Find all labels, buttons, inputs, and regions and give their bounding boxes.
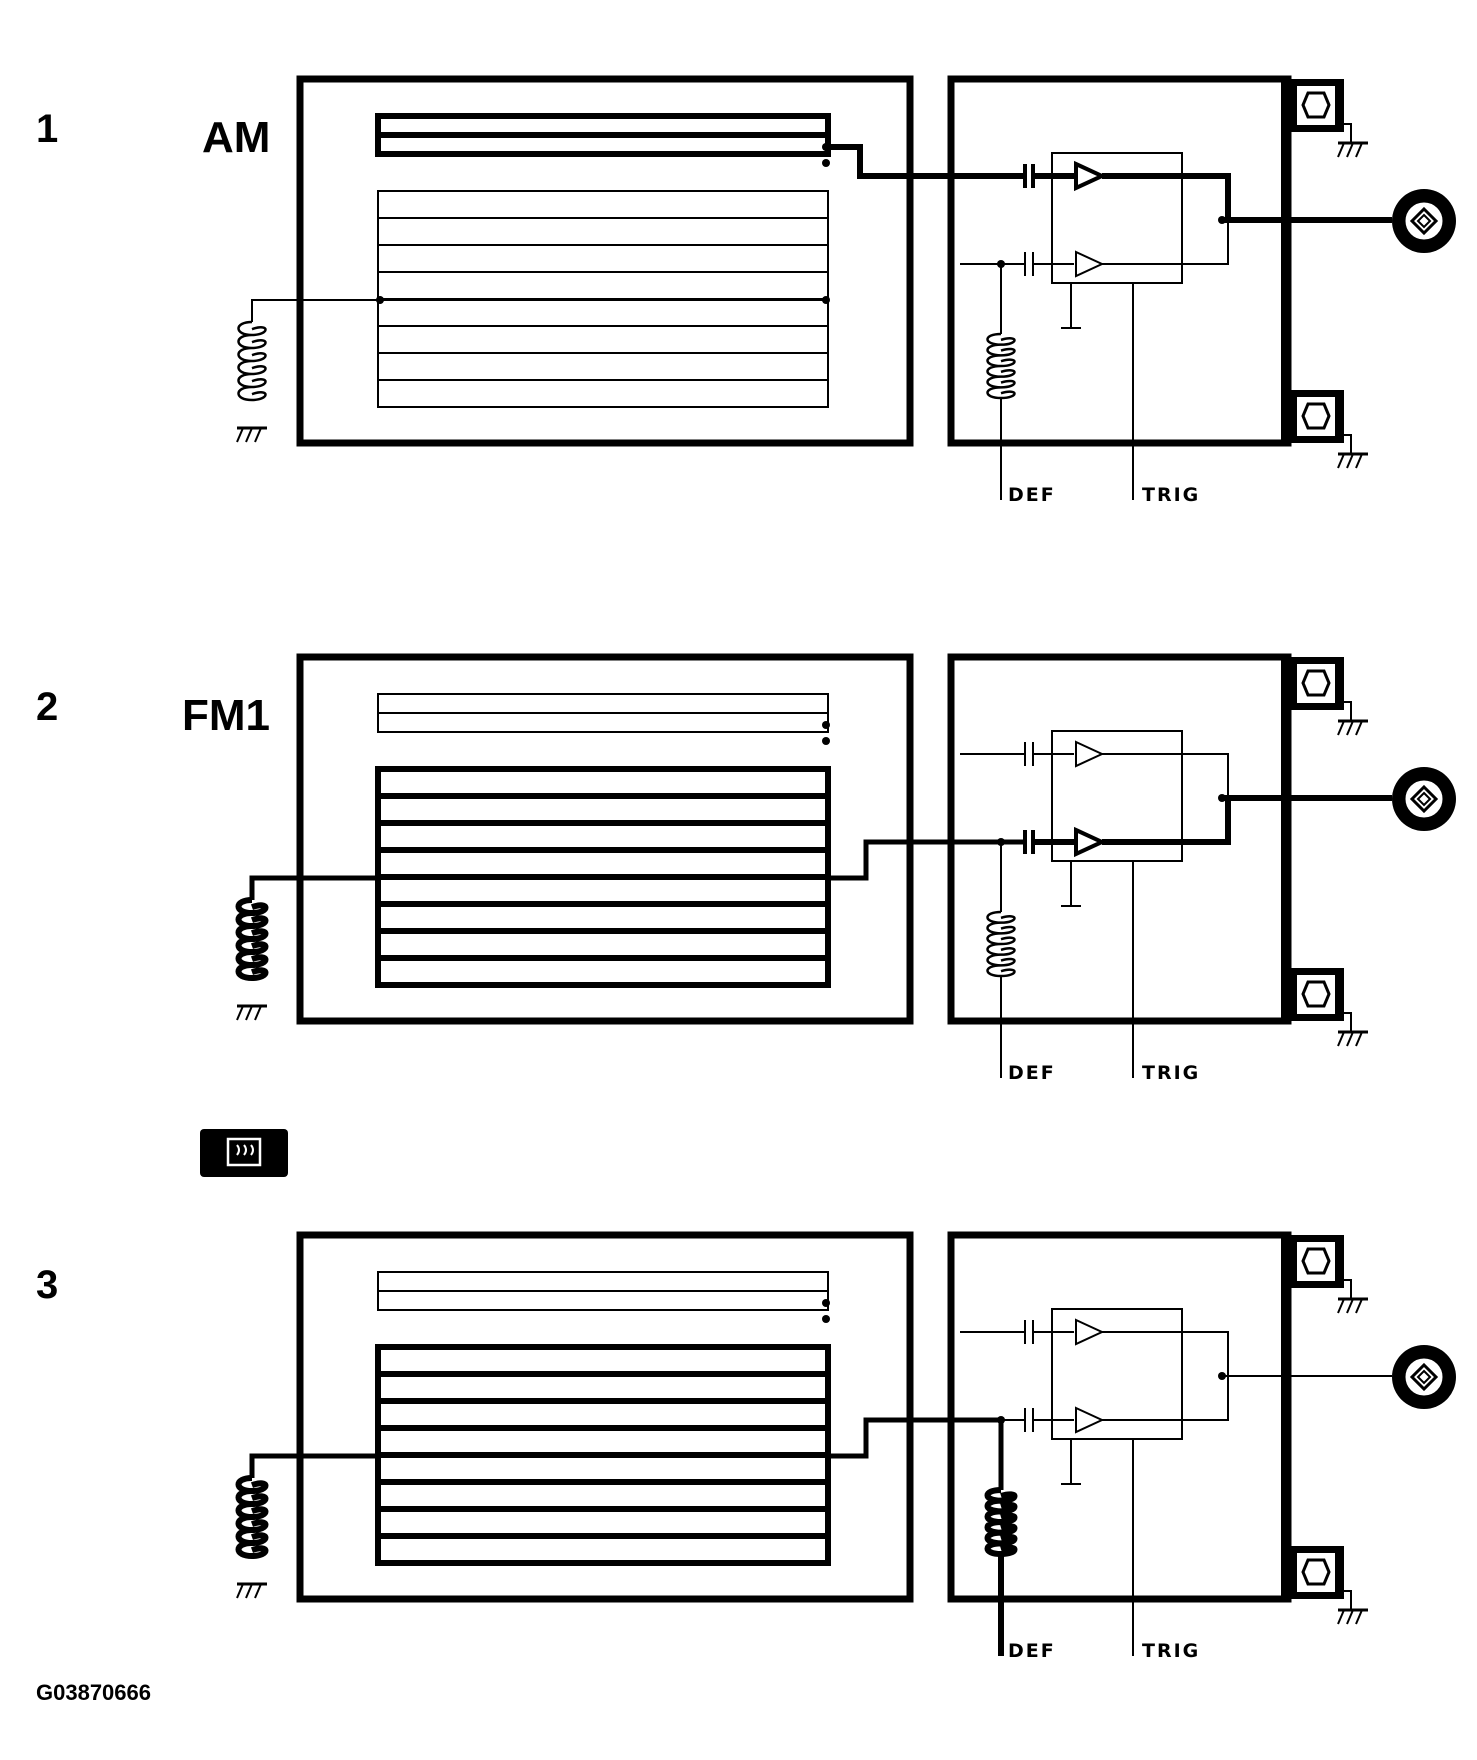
choke-coil-def: [986, 910, 1016, 978]
def-label: DEF: [1008, 484, 1056, 506]
choke-coil-def: [984, 1487, 1018, 1557]
panel-number: 2: [36, 685, 58, 729]
mounting-tab: [1288, 657, 1344, 710]
def-label: DEF: [1008, 1640, 1056, 1662]
ground-icon: [1336, 1297, 1370, 1315]
def-label: DEF: [1008, 1062, 1056, 1084]
rear-window-frame: [296, 75, 914, 447]
capacitor-fm: [1023, 830, 1035, 854]
trig-label: TRIG: [1142, 1640, 1200, 1662]
trig-label: TRIG: [1142, 1062, 1200, 1084]
figure-id: G03870666: [36, 1680, 151, 1705]
amplifier-am: [1075, 740, 1105, 768]
rear-window-frame: [296, 1231, 914, 1603]
amplifier-fm: [1075, 250, 1105, 278]
feed-wire: [251, 299, 828, 322]
defrost-grid: [375, 766, 831, 988]
choke-coil-left: [237, 320, 267, 402]
ground-icon: [1336, 1030, 1370, 1048]
ground-icon: [1336, 452, 1370, 470]
antenna-connector-icon: [1392, 1345, 1456, 1409]
antenna-connector-icon: [1392, 189, 1456, 253]
defrost-grid: [375, 1344, 831, 1566]
ground-icon: [235, 426, 269, 444]
trig-label: TRIG: [1142, 484, 1200, 506]
capacitor-am: [1024, 742, 1034, 766]
panel-number: 1: [36, 107, 58, 151]
panel-number: 3: [36, 1263, 58, 1307]
ground-icon: [235, 1582, 269, 1600]
mounting-tab: [1288, 79, 1344, 132]
mounting-tab: [1288, 968, 1344, 1021]
amplifier-am: [1075, 1318, 1105, 1346]
mounting-tab: [1288, 1235, 1344, 1288]
mode-label: FM1: [182, 691, 270, 740]
capacitor-fm: [1024, 252, 1034, 276]
amplifier-fm: [1074, 826, 1107, 858]
choke-coil-def: [986, 332, 1016, 400]
amplifier-block: [1051, 1308, 1183, 1440]
ground-icon: [1336, 719, 1370, 737]
ground-icon: [235, 1004, 269, 1022]
capacitor-fm: [1024, 1408, 1034, 1432]
mounting-tab: [1288, 390, 1344, 443]
am-signal-path: [828, 144, 1025, 179]
panel-1: 1 AM DEF TRIG: [36, 75, 1456, 506]
capacitor-am: [1024, 1320, 1034, 1344]
mounting-tab: [1288, 1546, 1344, 1599]
ground-icon: [1336, 141, 1370, 159]
antenna-connector-icon: [1392, 767, 1456, 831]
amplifier-fm: [1075, 1406, 1105, 1434]
amplifier-block: [1051, 730, 1183, 862]
amplifier-am: [1074, 160, 1107, 192]
capacitor-am: [1023, 164, 1035, 188]
choke-coil-left: [235, 897, 269, 981]
rear-defrost-icon: [200, 1129, 288, 1177]
amplifier-block: [1051, 152, 1183, 284]
ground-icon: [1336, 1608, 1370, 1626]
choke-coil-left: [235, 1475, 269, 1559]
rear-window-frame: [296, 653, 914, 1025]
mode-label: AM: [202, 113, 270, 162]
